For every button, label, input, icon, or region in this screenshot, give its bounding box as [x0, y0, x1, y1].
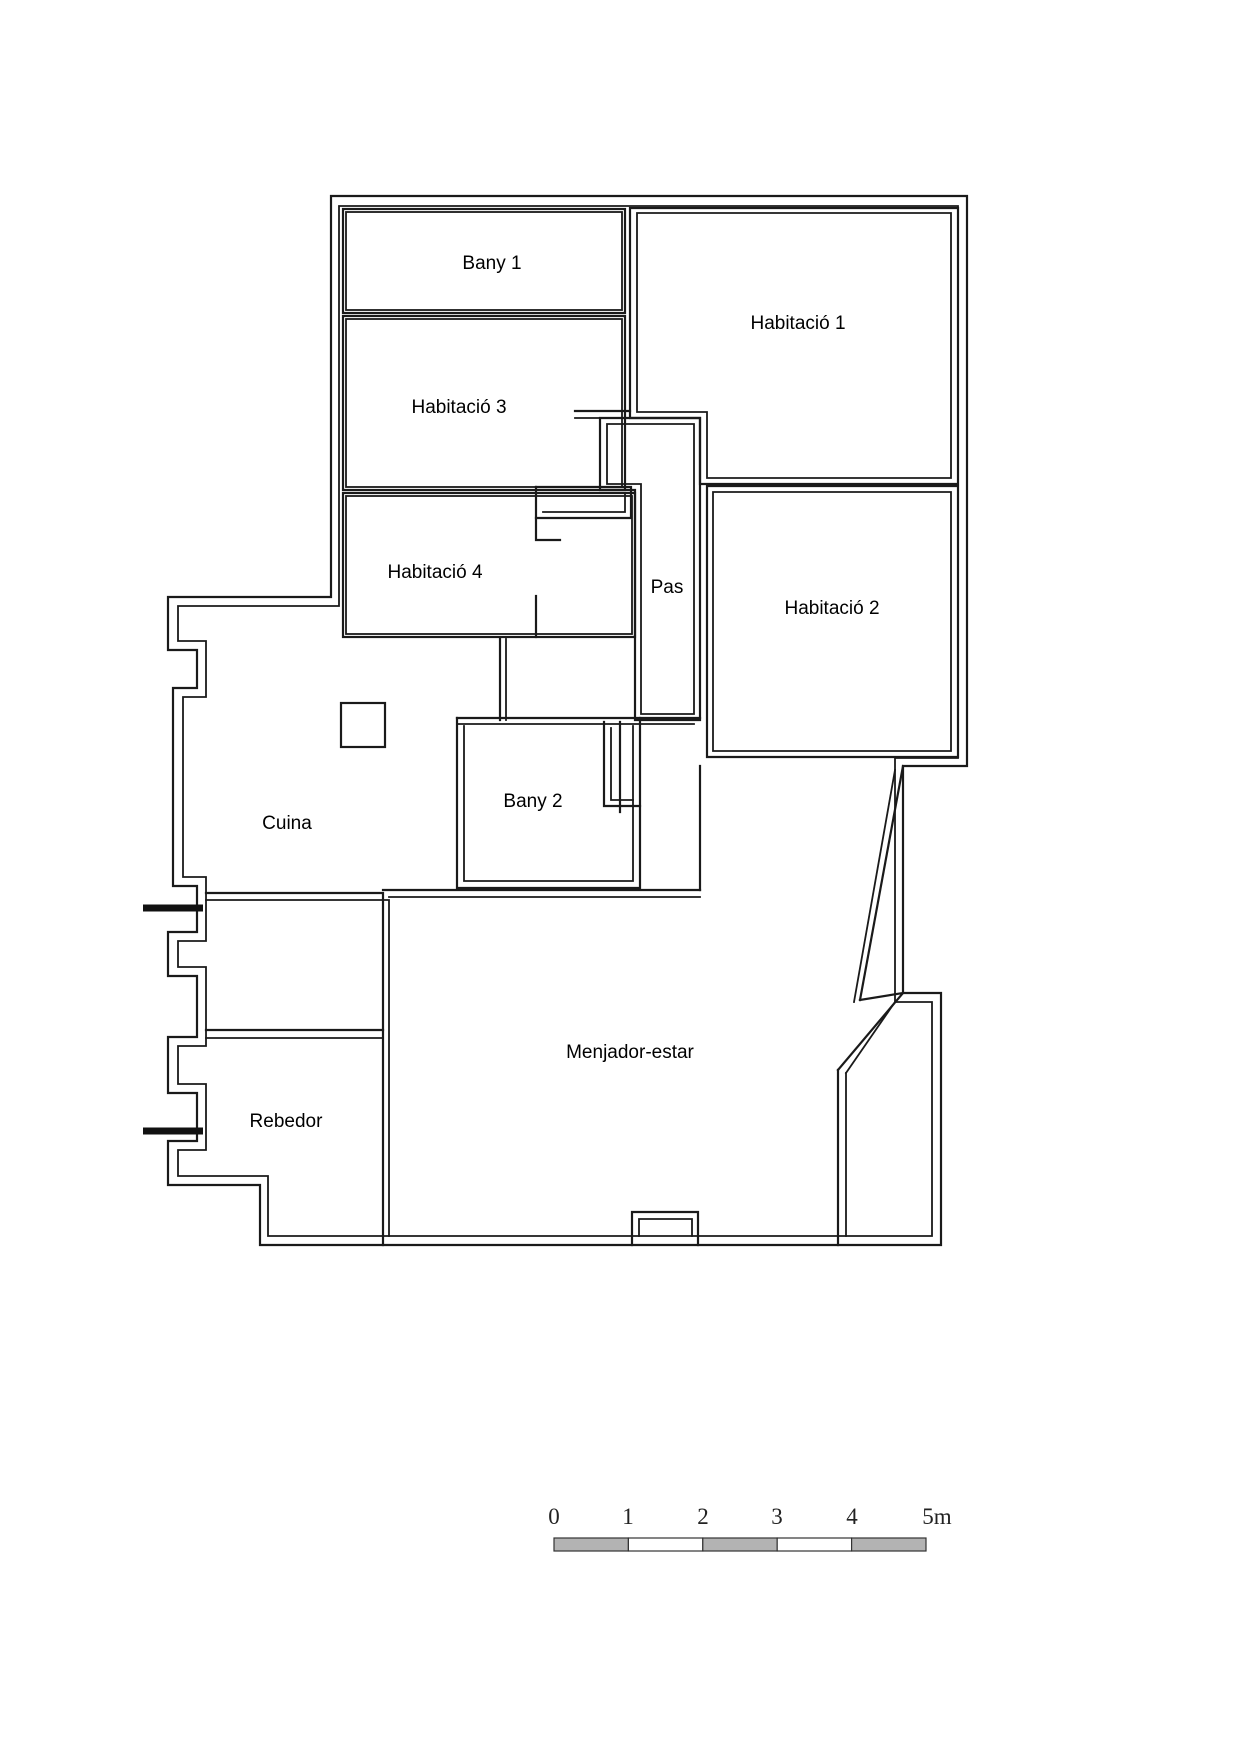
room-bany-2-walls [455, 716, 642, 890]
scale-segment-0 [553, 1537, 630, 1552]
scale-segment-3 [776, 1537, 853, 1552]
outer-walls [166, 194, 969, 1247]
scale-tick-0: 0 [548, 1504, 560, 1529]
scale-tick-2: 2 [697, 1504, 709, 1529]
room-bany-1-walls [341, 207, 627, 315]
room-menjador-estar-walls [381, 764, 905, 1247]
room-label-bany-1: Bany 1 [462, 253, 521, 274]
room-label-cuina: Cuina [262, 813, 312, 834]
scale-tick-5: 5m [922, 1504, 952, 1529]
scale-segment-4 [850, 1537, 927, 1552]
room-label-habitacio-4: Habitació 4 [387, 562, 482, 583]
room-habitacio-1-walls [628, 206, 960, 486]
scale-tick-4: 4 [846, 1504, 858, 1529]
room-label-habitacio-2: Habitació 2 [784, 598, 879, 619]
room-label-rebedor: Rebedor [250, 1111, 324, 1132]
scale-tick-3: 3 [771, 1504, 783, 1529]
room-habitacio-2-walls [705, 484, 960, 759]
room-label-menjador-estar: Menjador-estar [566, 1042, 694, 1063]
room-label-pas: Pas [651, 577, 684, 598]
scale-tick-1: 1 [622, 1504, 634, 1529]
room-label-bany-2: Bany 2 [503, 791, 562, 812]
room-habitacio-3-walls [341, 314, 627, 492]
room-label-habitacio-3: Habitació 3 [411, 397, 506, 418]
scale-segment-2 [702, 1537, 778, 1552]
scale-bar: 0 1 2 3 4 5m [548, 1504, 952, 1552]
room-label-habitacio-1: Habitació 1 [750, 313, 845, 334]
room-cuina-walls [204, 637, 702, 1247]
room-labels: Bany 1 Habitació 1 Habitació 3 Habitació… [250, 253, 880, 1132]
scale-bar-segments [553, 1537, 927, 1552]
scale-bar-tick-labels: 0 1 2 3 4 5m [548, 1504, 952, 1529]
balcony-openings [143, 904, 203, 1135]
room-pas-walls [534, 409, 702, 722]
scale-segment-1 [627, 1537, 704, 1552]
